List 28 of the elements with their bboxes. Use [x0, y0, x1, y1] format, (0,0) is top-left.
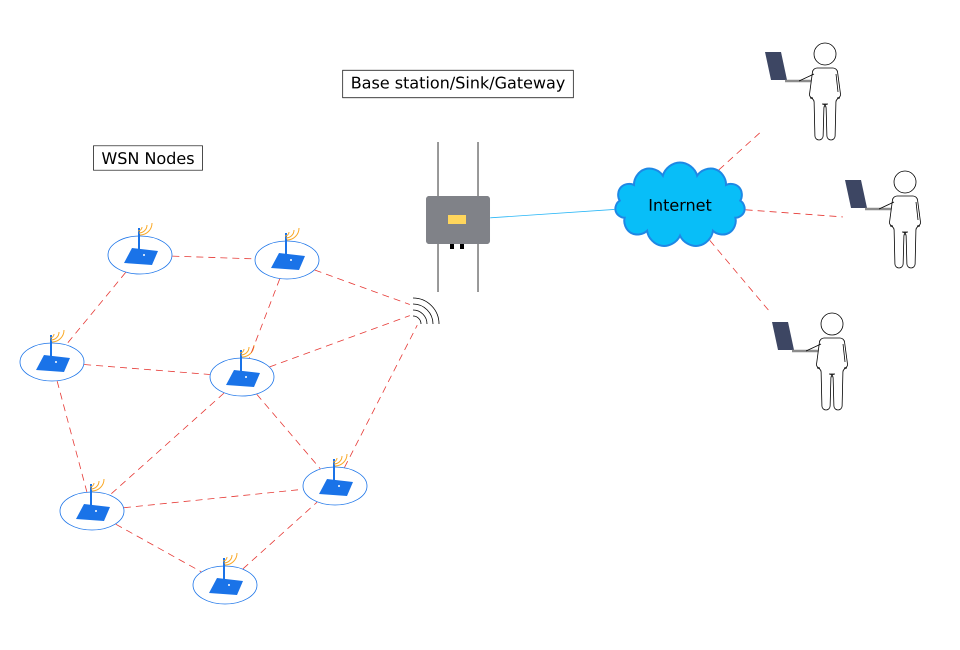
connection-line — [56, 380, 88, 492]
connection-line — [709, 240, 770, 312]
connection-line — [314, 270, 410, 305]
gateway-drawing — [426, 142, 490, 292]
connection-line — [115, 524, 202, 572]
person-with-laptop-drawing — [772, 312, 848, 410]
sensor-node-drawing — [210, 344, 274, 396]
sensor-node-drawing — [254, 228, 320, 280]
connection-line — [256, 394, 321, 470]
connection-line — [344, 324, 418, 468]
connection-line — [490, 209, 615, 218]
sensor-node-drawing — [302, 454, 368, 506]
sensor-node-drawing — [108, 222, 172, 274]
connection-line — [66, 272, 126, 345]
label-box: WSN Nodes — [93, 145, 203, 171]
connection-line — [248, 278, 280, 358]
signal-waves-icon — [412, 298, 440, 324]
connection-line — [269, 315, 410, 368]
sensor-node-drawing — [20, 330, 84, 382]
connection-line — [745, 209, 844, 218]
sensor-node-drawing — [60, 478, 124, 530]
label-box: Base station/Sink/Gateway — [342, 70, 574, 98]
person-with-laptop-drawing — [845, 170, 921, 268]
connection-line — [84, 364, 210, 375]
connection-line — [242, 502, 318, 570]
connection-line — [110, 392, 224, 496]
person-with-laptop-drawing — [765, 42, 841, 140]
sensor-node-drawing — [192, 552, 258, 604]
